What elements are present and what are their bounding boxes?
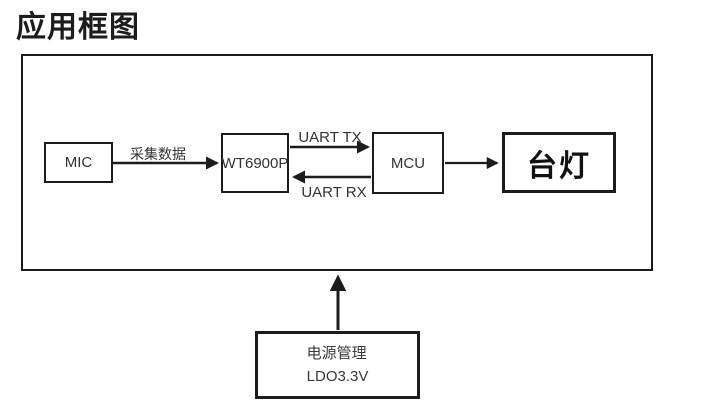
edge-label-uart-tx: UART TX (298, 129, 362, 146)
node-wt6900p-label: WT6900P (221, 154, 289, 172)
node-mcu: MCU (372, 132, 444, 194)
node-power-label-line1: 电源管理 (306, 344, 367, 362)
diagram-title: 应用框图 (16, 11, 140, 44)
node-lamp-label: 台灯 (527, 149, 591, 183)
node-lamp: 台灯 (502, 132, 616, 193)
node-mcu-label: MCU (390, 154, 426, 172)
node-power-label-line2: LDO3.3V (306, 368, 369, 385)
edge-label-uart-rx: UART RX (301, 184, 367, 201)
node-wt6900p: WT6900P (221, 133, 289, 193)
node-power-management: 电源管理 LDO3.3V (255, 331, 420, 399)
edge-label-collect-data: 采集数据 (130, 146, 186, 162)
system-boundary-frame (21, 54, 653, 271)
node-mic: MIC (44, 142, 113, 183)
node-mic-label: MIC (64, 154, 93, 171)
